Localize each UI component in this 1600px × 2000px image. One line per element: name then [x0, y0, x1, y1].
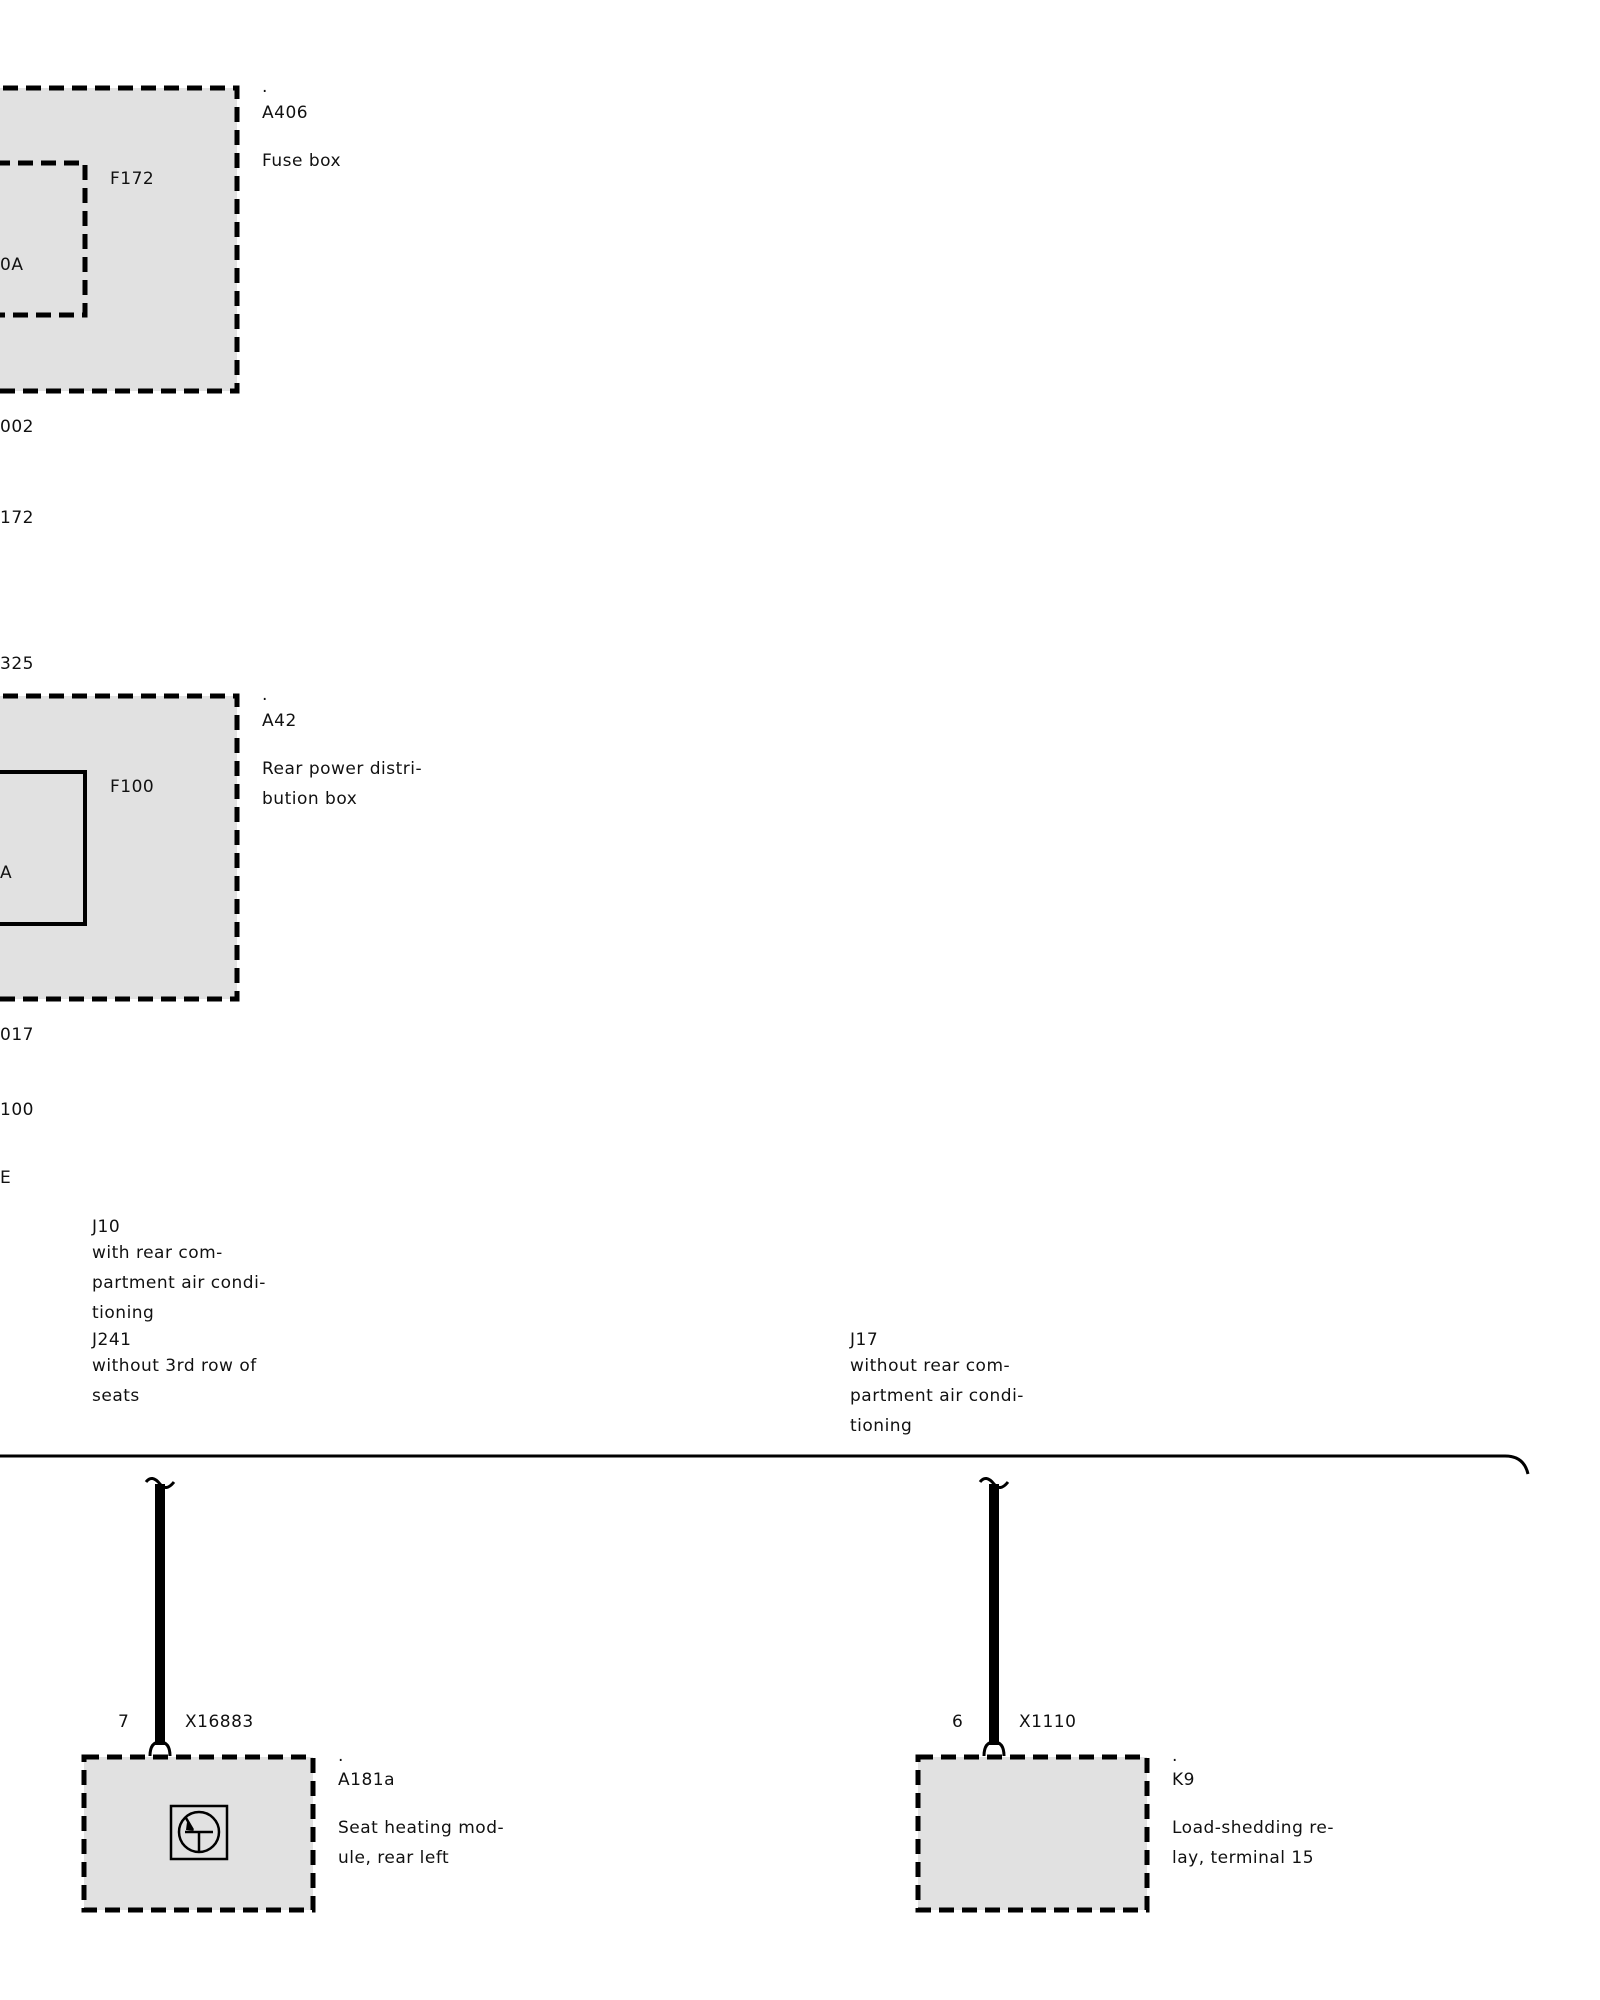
variant-right-line4: tioning: [850, 1416, 913, 1436]
fuse-box-name: Fuse box: [262, 151, 342, 171]
fuse-f100-rating: A: [0, 863, 13, 883]
fuse-box-ref-3: 325: [0, 654, 34, 674]
rear-distribution-dot: .: [262, 685, 268, 705]
variant-left-line2: with rear com-: [92, 1243, 223, 1263]
transistor-icon: [169, 1804, 229, 1861]
variant-left-line5: J241: [92, 1330, 132, 1350]
relay-name-2: lay, terminal 15: [1172, 1848, 1315, 1868]
connector-tip-left: [148, 1740, 172, 1757]
seat-module-name-2: ule, rear left: [338, 1848, 450, 1868]
relay-pin: 6: [952, 1712, 964, 1732]
variant-right-line3: partment air condi-: [850, 1386, 1024, 1406]
connector-tip-right: [982, 1740, 1006, 1757]
variant-left-line1: J10: [92, 1217, 121, 1237]
rear-distribution-ref-2: 100: [0, 1100, 34, 1120]
rear-distribution-box-housing: [0, 693, 240, 1002]
fuse-f172-label: F172: [110, 169, 155, 189]
relay-id: K9: [1172, 1770, 1195, 1790]
seat-module-id: A181a: [338, 1770, 395, 1790]
relay-connector: X1110: [1019, 1712, 1077, 1732]
fuse-f100-outline: [0, 770, 87, 926]
variant-left-line6: without 3rd row of: [92, 1356, 257, 1376]
relay-dot: .: [1172, 1746, 1178, 1766]
variant-left-line3: partment air condi-: [92, 1273, 266, 1293]
variant-left-line7: seats: [92, 1386, 140, 1406]
fuse-f172-outline: [0, 160, 88, 318]
fuse-box-dot: .: [262, 77, 268, 97]
rear-distribution-name-2: bution box: [262, 789, 358, 809]
relay-name-1: Load-shedding re-: [1172, 1818, 1334, 1838]
variant-right-line1: J17: [850, 1330, 879, 1350]
rear-distribution-id: A42: [262, 711, 297, 731]
load-shedding-relay-housing: [915, 1754, 1150, 1913]
rear-distribution-name-1: Rear power distri-: [262, 759, 423, 779]
seat-module-name-1: Seat heating mod-: [338, 1818, 505, 1838]
branch-bracket-line: [0, 1454, 1530, 1475]
variant-left-line4: tioning: [92, 1303, 155, 1323]
fuse-f172-rating: 0A: [0, 255, 24, 275]
variant-right-line2: without rear com-: [850, 1356, 1011, 1376]
seat-module-pin: 7: [118, 1712, 130, 1732]
seat-module-connector: X16883: [185, 1712, 254, 1732]
fuse-box-id: A406: [262, 103, 309, 123]
fuse-box-ref-1: 002: [0, 417, 34, 437]
fuse-box-housing: [0, 85, 240, 394]
seat-module-dot: .: [338, 1746, 344, 1766]
rear-distribution-ref-1: 017: [0, 1025, 34, 1045]
rear-distribution-ref-3: E: [0, 1168, 12, 1188]
fuse-f100-label: F100: [110, 777, 155, 797]
fuse-box-ref-2: 172: [0, 508, 34, 528]
